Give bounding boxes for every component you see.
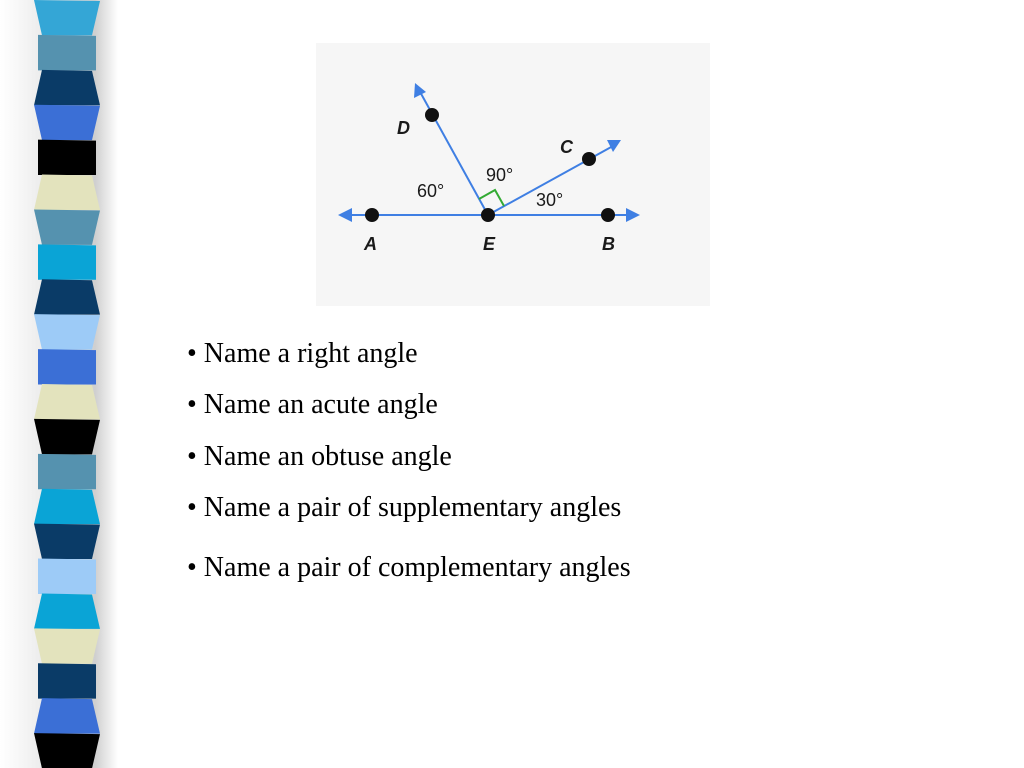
angle-label-90: 90° — [486, 165, 513, 185]
strip-segment — [38, 34, 96, 71]
angle-diagram-svg: A E B D C 60° 90° 30° — [338, 83, 640, 254]
point-d — [425, 108, 439, 122]
strip-segment — [34, 0, 100, 36]
label-e: E — [483, 234, 496, 254]
strip-segment — [34, 628, 100, 664]
strip-segment — [34, 69, 100, 106]
strip-segment — [34, 314, 100, 350]
strip-segment — [34, 104, 100, 141]
strip-segment — [38, 349, 96, 385]
strip-segment — [34, 174, 100, 210]
strip-segment — [34, 488, 100, 525]
strip-segment — [34, 384, 100, 420]
strip-segment — [34, 698, 100, 734]
arrowhead-c — [607, 140, 621, 152]
label-a: A — [363, 234, 377, 254]
strip-segment — [38, 558, 96, 594]
angle-label-60: 60° — [417, 181, 444, 201]
label-d: D — [397, 118, 410, 138]
angle-diagram: A E B D C 60° 90° 30° — [316, 43, 710, 306]
point-c — [582, 152, 596, 166]
point-a — [365, 208, 379, 222]
strip-segment — [34, 209, 100, 245]
strip-segment — [38, 244, 96, 280]
strip-segment — [34, 733, 100, 768]
question-acute-angle: • Name an acute angle — [187, 389, 438, 420]
question-obtuse-angle: • Name an obtuse angle — [187, 441, 452, 472]
strip-segment — [38, 663, 96, 699]
strip-segment — [34, 279, 100, 315]
question-supplementary-angles: • Name a pair of supplementary angles — [187, 492, 622, 523]
strip-segment — [34, 523, 100, 560]
decorative-color-strip — [34, 0, 100, 768]
strip-segment — [38, 139, 96, 176]
question-complementary-angles: • Name a pair of complementary angles — [187, 552, 631, 583]
point-e — [481, 208, 495, 222]
strip-segment — [38, 453, 96, 490]
label-c: C — [560, 137, 574, 157]
right-angle-mark — [478, 188, 505, 207]
strip-segment — [34, 418, 100, 455]
angle-label-30: 30° — [536, 190, 563, 210]
arrowhead-left — [338, 208, 352, 222]
label-b: B — [602, 234, 615, 254]
arrowhead-d — [414, 83, 426, 98]
strip-segment — [34, 593, 100, 629]
point-b — [601, 208, 615, 222]
question-right-angle: • Name a right angle — [187, 338, 418, 369]
arrowhead-right — [626, 208, 640, 222]
